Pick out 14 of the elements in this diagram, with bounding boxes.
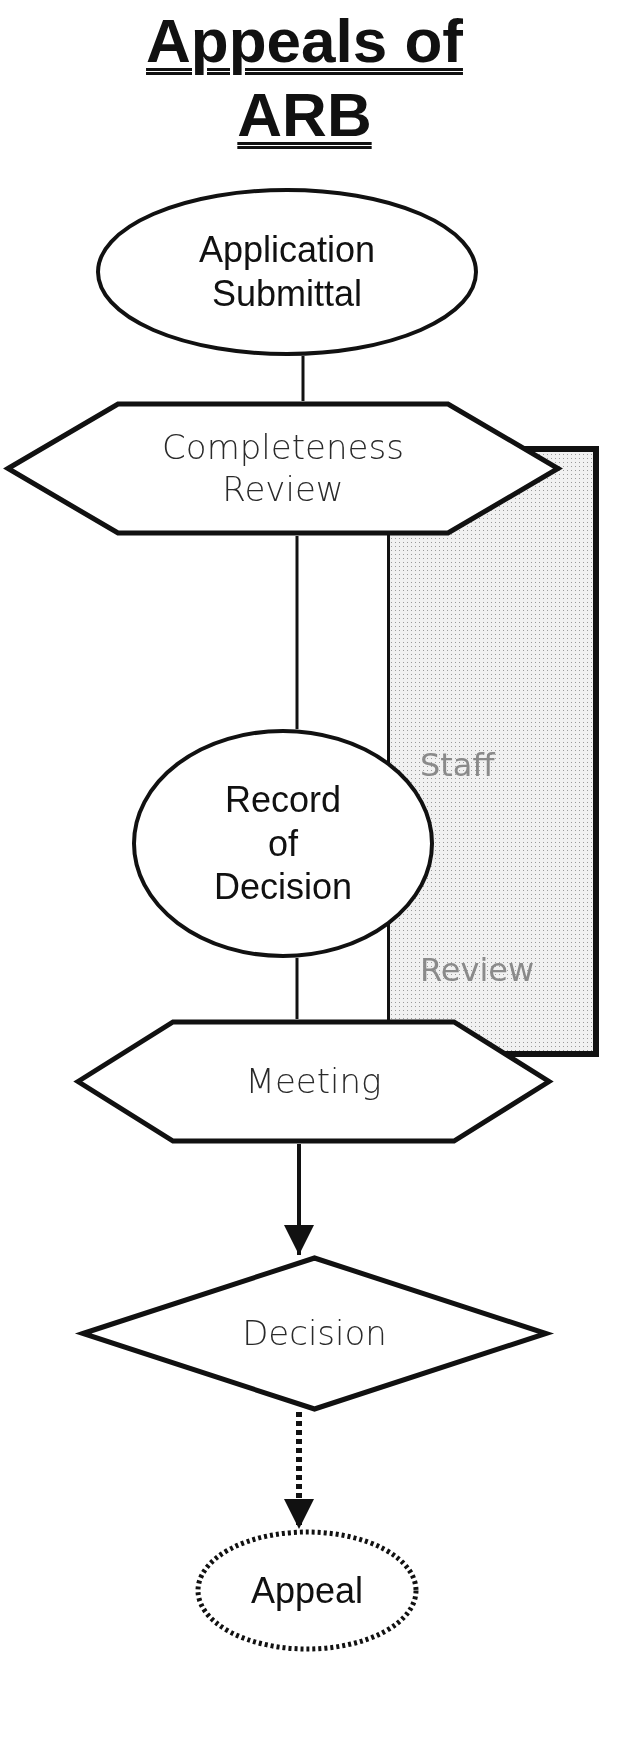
- node-label: Decision: [241, 1312, 388, 1355]
- arrow: [284, 1412, 314, 1529]
- node-label: Appeal: [249, 1568, 365, 1613]
- band-label: Review: [420, 951, 535, 990]
- node-label: Completeness Review: [161, 427, 405, 510]
- connector-line: [295, 958, 299, 1019]
- node-label: Meeting: [244, 1060, 383, 1103]
- arrow: [284, 1144, 314, 1255]
- node-label: Record of Decision: [212, 777, 354, 910]
- connector-line: [295, 536, 299, 729]
- band-label: Staff: [420, 746, 495, 785]
- connector-line: [301, 356, 305, 401]
- diagram-title: Appeals of ARB: [145, 5, 464, 151]
- node-label: Application Submittal: [197, 228, 377, 316]
